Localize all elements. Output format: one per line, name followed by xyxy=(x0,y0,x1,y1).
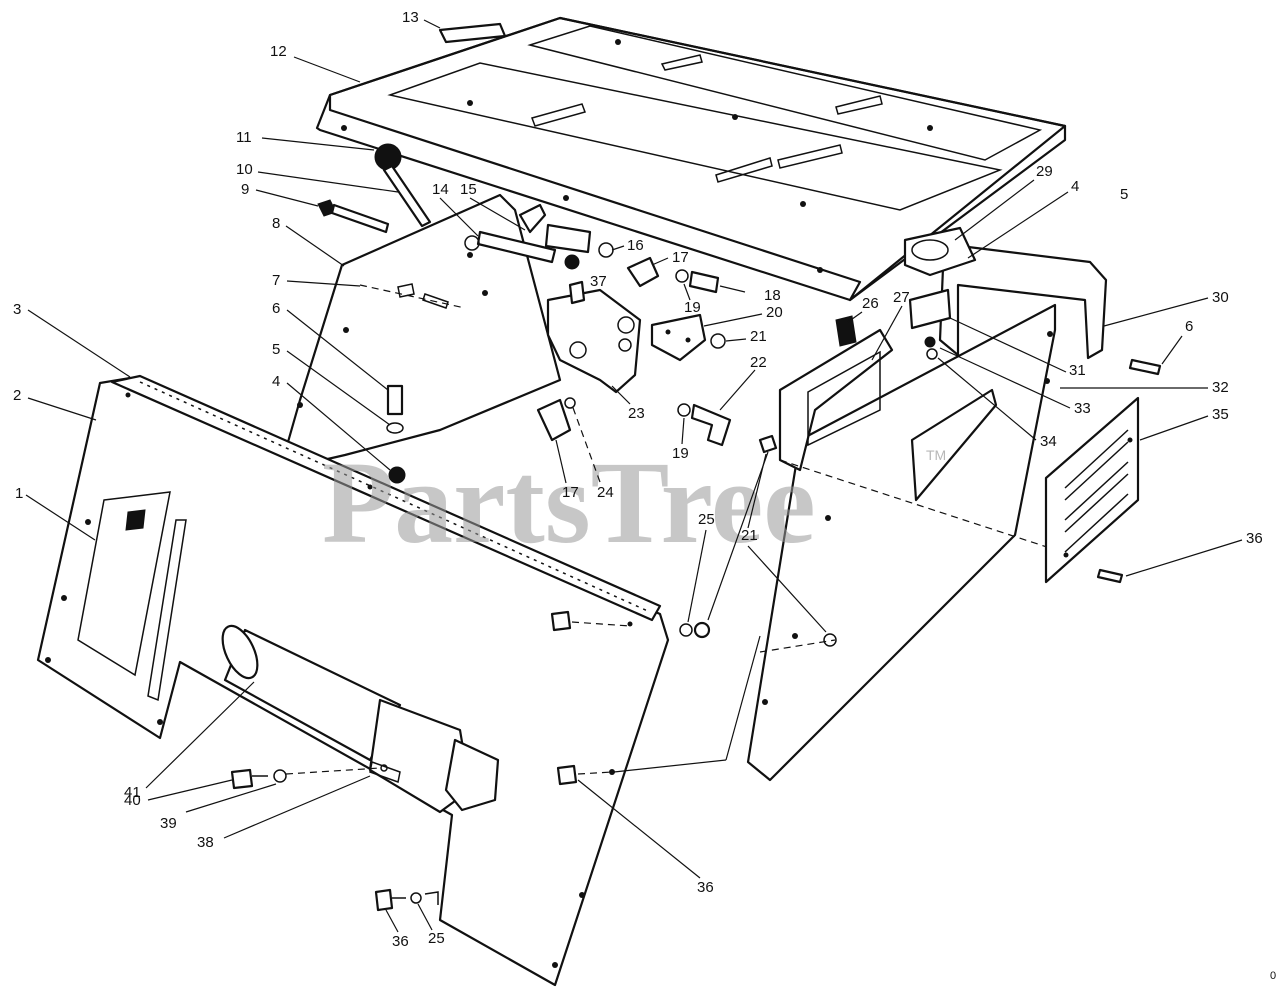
callout-21a: 21 xyxy=(750,328,767,345)
callout-35: 35 xyxy=(1212,406,1229,423)
callout-4a: 4 xyxy=(272,373,280,390)
part-21-nut-fender[interactable] xyxy=(758,434,837,647)
part-26-grommet[interactable] xyxy=(835,315,857,347)
part-25-washer[interactable] xyxy=(679,623,693,637)
callout-17a: 17 xyxy=(672,249,689,266)
callout-10: 10 xyxy=(236,161,253,178)
part-21-nut-upper[interactable] xyxy=(710,333,726,349)
part-3-hinge[interactable] xyxy=(110,374,662,627)
callout-20: 20 xyxy=(766,304,783,321)
callout-36c: 36 xyxy=(392,933,409,950)
callout-8: 8 xyxy=(272,215,280,232)
part-9-bolt[interactable] xyxy=(317,199,390,234)
part-36-screw-right[interactable] xyxy=(1096,568,1124,584)
callout-18: 18 xyxy=(764,287,781,304)
callout-21b: 21 xyxy=(741,527,758,544)
part-14-15-linkage[interactable] xyxy=(464,203,592,270)
callout-29: 29 xyxy=(1036,163,1053,180)
callout-2: 2 xyxy=(13,387,21,404)
callout-24: 24 xyxy=(597,484,614,501)
part-30-bracket[interactable] xyxy=(938,242,1108,360)
part-36-bolt-hinge[interactable] xyxy=(550,610,631,632)
callout-16: 16 xyxy=(627,237,644,254)
callout-26: 26 xyxy=(862,295,879,312)
callout-40-box: 40 xyxy=(124,792,141,809)
callout-27: 27 xyxy=(893,289,910,306)
callout-38-box: 38 xyxy=(197,834,214,851)
callout-23: 23 xyxy=(628,405,645,422)
part-19-oring-upper[interactable] xyxy=(675,269,689,283)
part-19-22-elbow-right[interactable] xyxy=(677,403,732,447)
callout-22: 22 xyxy=(750,354,767,371)
part-11-knob[interactable] xyxy=(374,143,402,171)
part-36-bolt-mid[interactable] xyxy=(556,764,613,786)
callout-6a: 6 xyxy=(272,300,280,317)
callout-1: 1 xyxy=(15,485,23,502)
part-39-40-bolt-washer[interactable] xyxy=(230,767,381,790)
part-23-valve-body[interactable] xyxy=(546,288,642,394)
callout-19a: 19 xyxy=(684,299,701,316)
callout-12: 12 xyxy=(270,43,287,60)
part-5-washer-left[interactable] xyxy=(386,422,404,434)
callout-15: 15 xyxy=(460,181,477,198)
callout-9: 9 xyxy=(241,181,249,198)
watermark-tm: TM xyxy=(926,447,946,463)
part-18-fitting[interactable] xyxy=(688,270,746,294)
callout-36b: 36 xyxy=(697,879,714,896)
callout-6b: 6 xyxy=(1185,318,1193,335)
callout-34: 34 xyxy=(1040,433,1057,450)
callout-30: 30 xyxy=(1212,289,1229,306)
callouts: 13 12 11 10 9 8 7 6 5 4 3 2 1 14 15 16 1… xyxy=(13,9,1263,950)
callout-17b: 17 xyxy=(562,484,579,501)
callout-32: 32 xyxy=(1212,379,1229,396)
part-10-lever[interactable] xyxy=(382,164,432,228)
callout-13: 13 xyxy=(402,9,419,26)
part-36-bolt-lower[interactable] xyxy=(374,888,439,912)
callout-41: 41 xyxy=(124,784,141,801)
callout-3: 3 xyxy=(13,301,21,318)
part-16-clip[interactable] xyxy=(598,242,614,258)
callout-14: 14 xyxy=(432,181,449,198)
part-8-side-panel[interactable] xyxy=(278,193,562,472)
part-32-side-fender[interactable] xyxy=(746,303,1057,782)
part-37-fitting[interactable] xyxy=(568,280,586,305)
callout-5b: 5 xyxy=(1120,186,1128,203)
callout-4b: 4 xyxy=(1071,178,1079,195)
part-20-bracket[interactable] xyxy=(650,313,707,362)
callout-11: 11 xyxy=(236,129,252,146)
part-6-bolt-left[interactable] xyxy=(386,384,404,416)
callout-33: 33 xyxy=(1074,400,1091,417)
part-17-elbow-upper[interactable] xyxy=(626,256,660,288)
callout-31: 31 xyxy=(1069,362,1086,379)
callout-25a: 25 xyxy=(698,511,715,528)
part-17-elbow-lower[interactable] xyxy=(536,397,576,442)
part-33-34-washer-nut[interactable] xyxy=(924,336,938,360)
part-12-top-deck[interactable] xyxy=(315,16,1067,302)
callout-19b: 19 xyxy=(672,445,689,462)
part-21-nut-lower[interactable] xyxy=(693,621,711,639)
part-35-grille-plate[interactable] xyxy=(1044,396,1140,584)
part-6-screw-right[interactable] xyxy=(1128,358,1162,376)
corner-mark: 0 xyxy=(1270,970,1277,982)
callout-5a: 5 xyxy=(272,341,280,358)
part-29-switch[interactable] xyxy=(903,226,977,277)
callout-37: 37 xyxy=(590,273,607,290)
callout-39-box: 39 xyxy=(160,815,177,832)
part-4-nut-left[interactable] xyxy=(388,466,406,484)
part-41-cylinder[interactable] xyxy=(215,621,500,814)
callout-25b: 25 xyxy=(428,930,445,947)
part-7-bolt[interactable] xyxy=(359,283,466,309)
callout-36a: 36 xyxy=(1246,530,1263,547)
partstree-watermark: PartsTree xyxy=(322,437,816,568)
callout-7: 7 xyxy=(272,272,280,289)
